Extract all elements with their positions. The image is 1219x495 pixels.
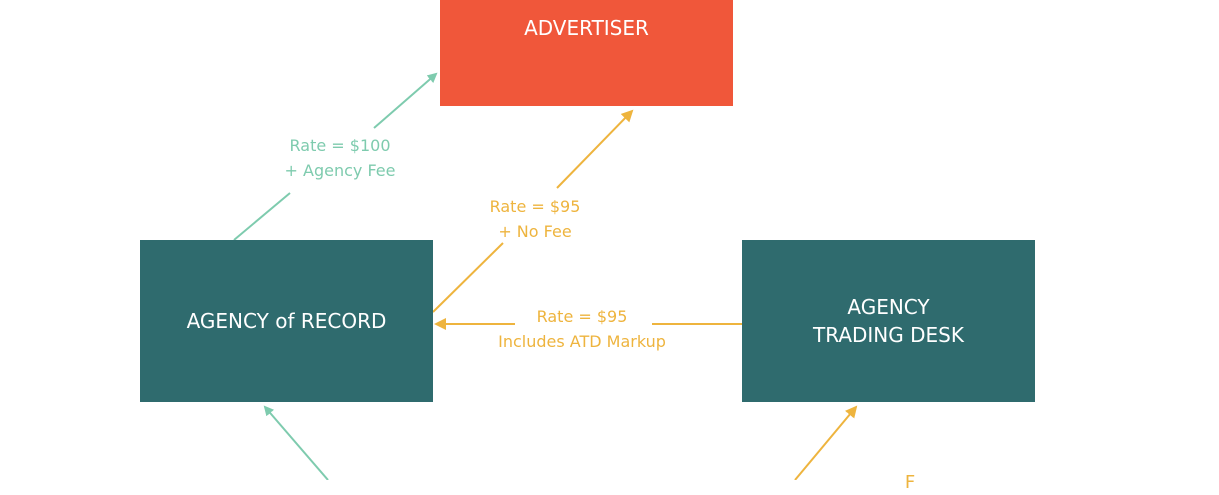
connector-layer	[233, 72, 858, 480]
arrow-aor-to-advertiser-direct	[432, 109, 634, 313]
edge-label-line2: + No Fee	[498, 222, 572, 241]
edge-label-aor-advertiser: Rate = $100 + Agency Fee	[285, 133, 396, 183]
arrow-bottom-to-atd	[794, 405, 858, 480]
advertiser-node: ADVERTISER	[440, 0, 733, 106]
edge-label-line1: Rate = $95	[489, 197, 581, 216]
edge-label-line2: + Agency Fee	[284, 161, 396, 180]
agency-of-record-node: AGENCY of RECORD	[140, 240, 433, 402]
edge-label-partial: F	[904, 472, 916, 493]
edge-label-line1: Rate = $95	[536, 307, 628, 326]
edge-label-line1: Rate = $100	[289, 136, 391, 155]
agency-trading-desk-node: AGENCY TRADING DESK	[742, 240, 1035, 402]
edge-label-atd-aor: Rate = $95 Includes ATD Markup	[498, 304, 666, 354]
edge-label-aor-advertiser-direct: Rate = $95 + No Fee	[490, 194, 581, 244]
arrow-aor-to-advertiser	[233, 72, 438, 241]
arrow-bottom-to-aor	[263, 405, 329, 480]
edge-label-line2: Includes ATD Markup	[498, 332, 666, 351]
